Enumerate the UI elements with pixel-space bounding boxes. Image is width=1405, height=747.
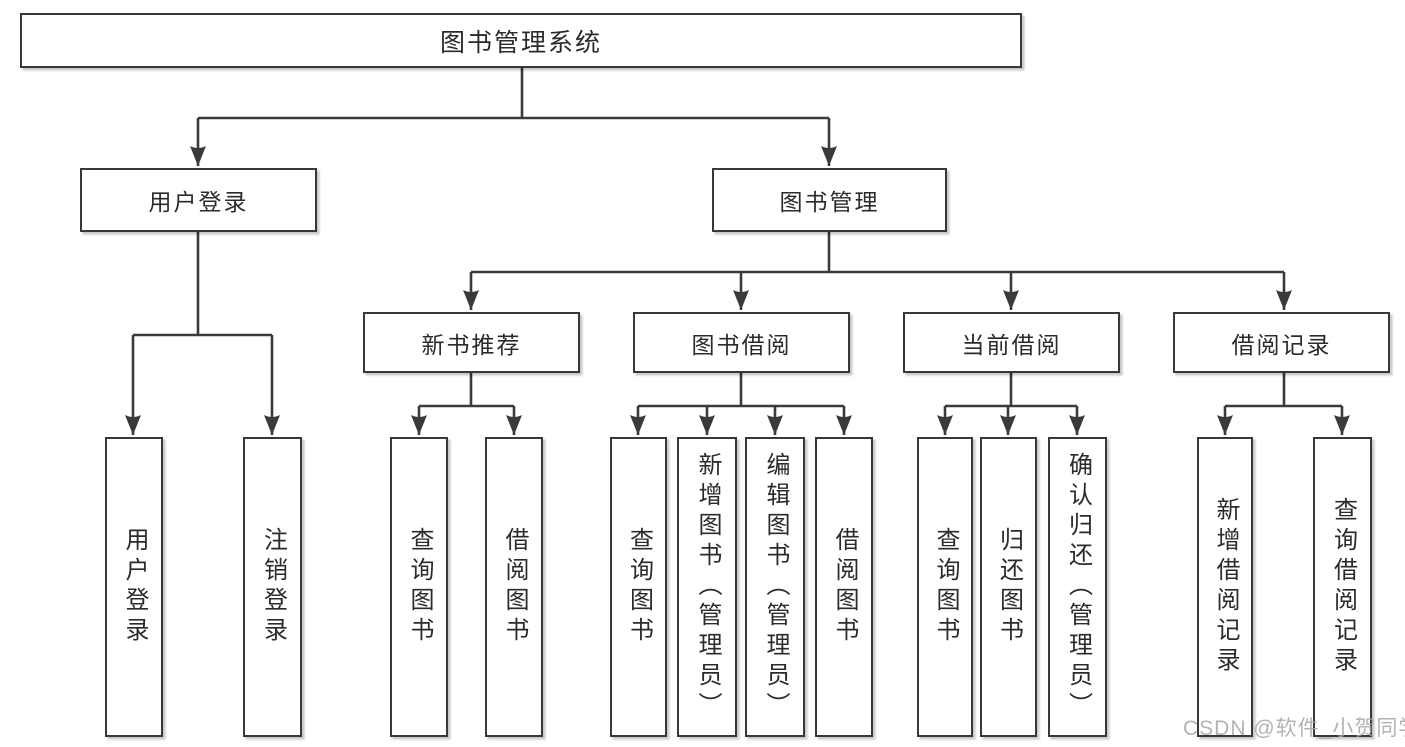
leaf-confirm-return-admin: 确认归还（管理员） (1048, 437, 1107, 737)
node-root-label: 图书管理系统 (439, 28, 602, 57)
node-current-borrow-label: 当前借阅 (961, 331, 1062, 358)
leaf-edit-books-admin: 编辑图书（管理员） (745, 437, 805, 737)
node-root: 图书管理系统 (20, 13, 1022, 68)
leaf-query-borrow-record-label: 查询借阅记录 (1329, 497, 1357, 677)
node-book-management-label: 图书管理 (779, 189, 880, 215)
leaf-user-login-label: 用户登录 (121, 527, 148, 647)
leaf-borrow-books-1-label: 借阅图书 (501, 527, 528, 647)
leaf-logout-label: 注销登录 (259, 527, 287, 647)
leaf-query-books-1-label: 查询图书 (406, 527, 433, 647)
node-user-login-label: 用户登录 (148, 189, 249, 215)
leaf-return-books-label: 归还图书 (995, 527, 1023, 647)
node-book-management: 图书管理 (712, 168, 947, 232)
node-book-borrow: 图书借阅 (633, 312, 850, 373)
leaf-edit-books-admin-label: 编辑图书（管理员） (762, 452, 789, 722)
leaf-borrow-books-2-label: 借阅图书 (831, 527, 858, 647)
leaf-query-books-2-label: 查询图书 (625, 527, 653, 647)
leaf-add-borrow-record-label: 新增借阅记录 (1212, 497, 1239, 677)
node-new-book-recommend: 新书推荐 (363, 312, 580, 373)
node-current-borrow: 当前借阅 (903, 312, 1120, 373)
leaf-user-login: 用户登录 (105, 437, 163, 737)
leaf-return-books: 归还图书 (980, 437, 1037, 737)
leaf-query-books-1: 查询图书 (390, 437, 448, 737)
node-borrow-records-label: 借阅记录 (1231, 331, 1332, 358)
leaf-query-books-2: 查询图书 (610, 437, 667, 737)
leaf-borrow-books-1: 借阅图书 (485, 437, 543, 737)
node-book-borrow-label: 图书借阅 (691, 331, 792, 358)
leaf-add-borrow-record: 新增借阅记录 (1197, 437, 1253, 737)
leaf-add-books-admin-label: 新增图书（管理员） (694, 452, 721, 722)
leaf-confirm-return-admin-label: 确认归还（管理员） (1064, 452, 1092, 722)
node-borrow-records: 借阅记录 (1173, 312, 1390, 373)
node-new-book-recommend-label: 新书推荐 (421, 331, 522, 358)
leaf-query-books-3: 查询图书 (917, 437, 973, 737)
leaf-add-books-admin: 新增图书（管理员） (677, 437, 737, 737)
leaf-query-borrow-record: 查询借阅记录 (1313, 437, 1372, 737)
leaf-borrow-books-2: 借阅图书 (815, 437, 873, 737)
node-user-login: 用户登录 (80, 168, 317, 232)
watermark: CSDN @软件_小贺同学 (1183, 717, 1405, 740)
leaf-logout: 注销登录 (243, 437, 302, 737)
leaf-query-books-3-label: 查询图书 (932, 527, 959, 647)
